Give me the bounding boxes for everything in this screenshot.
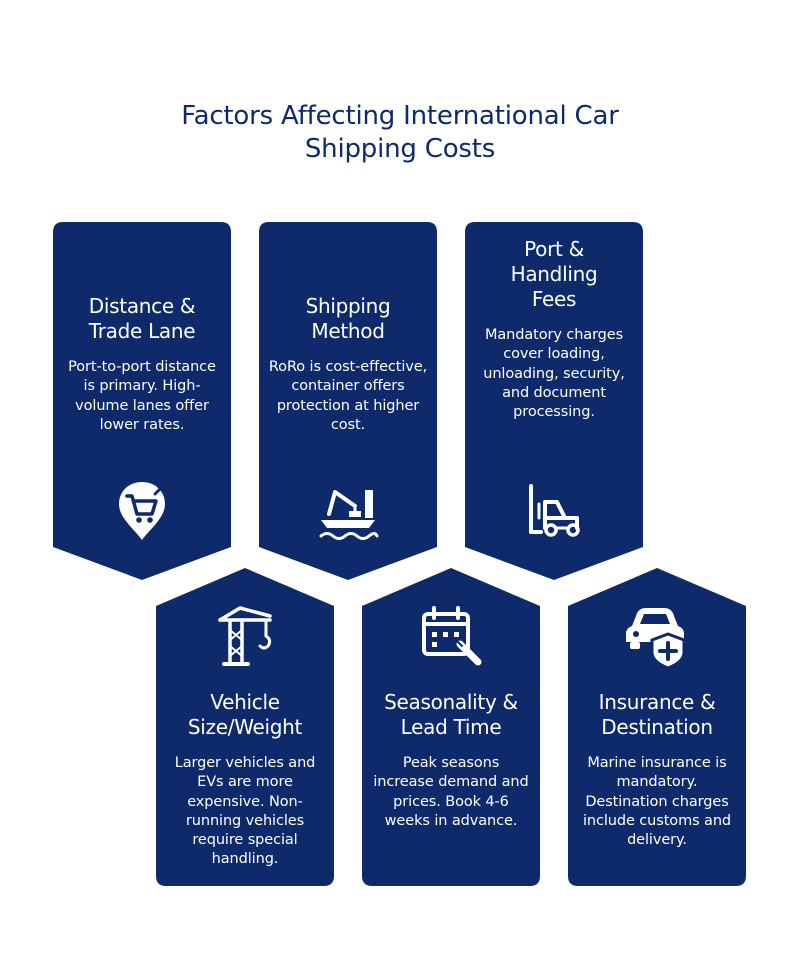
page-title: Factors Affecting International Car Ship… — [0, 100, 800, 166]
card-title-line: Shipping — [305, 294, 391, 318]
card-content: Vehicle Size/Weight Larger vehicles and … — [156, 690, 334, 870]
car-shield-icon — [622, 600, 692, 670]
card-content: Seasonality & Lead Time Peak seasons inc… — [362, 690, 540, 831]
card-shape — [53, 222, 231, 580]
page-title-line-1: Factors Affecting International Car — [181, 101, 619, 131]
card-content: Port & Handling Fees Mandatory charges c… — [465, 237, 643, 422]
card-description: Marine insurance is mandatory. Destinati… — [582, 755, 732, 849]
card-shape — [259, 222, 437, 580]
card-title-line: Distance & — [88, 294, 196, 318]
card-title-line: Seasonality & — [384, 690, 518, 714]
ship-crane-icon — [313, 474, 383, 544]
card-description: Peak seasons increase demand and prices.… — [373, 755, 529, 829]
card-title-line: Vehicle — [210, 690, 280, 714]
card-title-line: Fees — [531, 287, 577, 311]
card-title: Port & Handling Fees — [465, 237, 643, 312]
card-title-line: Size/Weight — [187, 715, 303, 739]
card-title: Seasonality & Lead Time — [362, 690, 540, 740]
card-title-line: Handling — [510, 262, 598, 286]
forklift-icon — [519, 474, 589, 544]
card-title-line: Insurance & — [598, 690, 716, 714]
card-description: Mandatory charges cover loading, unloadi… — [483, 327, 625, 421]
card-description: Port-to-port distance is primary. High-v… — [68, 359, 216, 433]
factor-card-port-fees: Port & Handling Fees Mandatory charges c… — [465, 222, 643, 580]
card-description: Larger vehicles and EVs are more expensi… — [174, 755, 316, 868]
calendar-pen-icon — [416, 600, 486, 670]
card-shape — [465, 222, 643, 580]
card-content: Distance & Trade Lane Port-to-port dista… — [53, 294, 231, 435]
card-title-line: Lead Time — [400, 715, 502, 739]
factor-card-distance: Distance & Trade Lane Port-to-port dista… — [53, 222, 231, 580]
card-title: Vehicle Size/Weight — [156, 690, 334, 740]
card-title-line: Trade Lane — [88, 319, 196, 343]
card-title: Insurance & Destination — [568, 690, 746, 740]
tower-crane-icon — [210, 600, 280, 670]
map-pin-cart-icon — [107, 474, 177, 544]
card-description: RoRo is cost-effective, container offers… — [268, 359, 428, 433]
factor-card-seasonality: Seasonality & Lead Time Peak seasons inc… — [362, 568, 540, 886]
factor-card-shipping-method: Shipping Method RoRo is cost-effective, … — [259, 222, 437, 580]
card-title-line: Method — [311, 319, 385, 343]
card-title: Distance & Trade Lane — [53, 294, 231, 344]
card-content: Insurance & Destination Marine insurance… — [568, 690, 746, 850]
card-shape — [156, 568, 334, 886]
card-shape — [568, 568, 746, 886]
card-shape — [362, 568, 540, 886]
card-title: Shipping Method — [259, 294, 437, 344]
factor-card-vehicle-size: Vehicle Size/Weight Larger vehicles and … — [156, 568, 334, 886]
card-title-line: Port & — [524, 237, 584, 261]
factor-card-insurance: Insurance & Destination Marine insurance… — [568, 568, 746, 886]
page-title-line-2: Shipping Costs — [304, 134, 496, 164]
card-content: Shipping Method RoRo is cost-effective, … — [259, 294, 437, 435]
card-title-line: Destination — [601, 715, 713, 739]
